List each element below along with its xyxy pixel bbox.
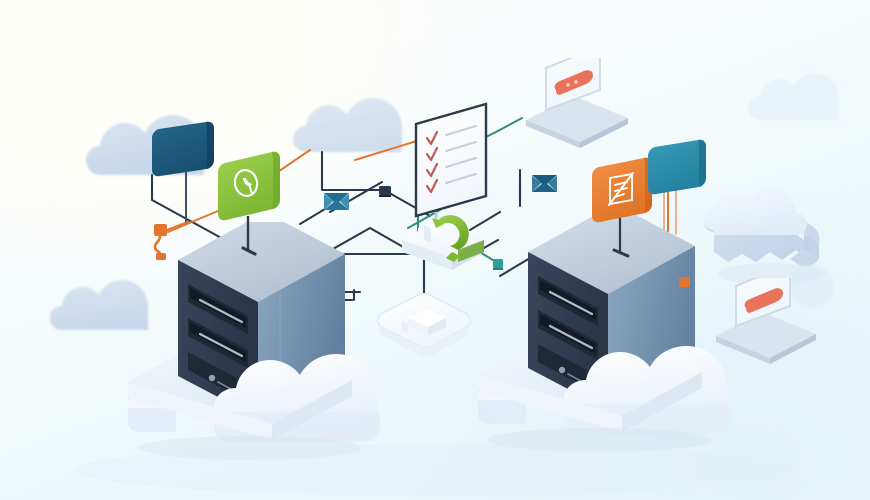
laptop-top[interactable] (512, 58, 642, 158)
server-top-face (528, 214, 695, 294)
cloud-3d-right (704, 188, 822, 285)
ambient-orb (790, 264, 834, 308)
mail-right[interactable] (530, 172, 560, 196)
laptop-right[interactable] (706, 278, 836, 378)
envelope-icon (324, 193, 349, 210)
checklist-board[interactable] (404, 100, 514, 240)
screen-badge-icon (554, 70, 593, 95)
card-navy-left[interactable] (144, 120, 224, 230)
endpoint-dot-icon (493, 259, 503, 270)
plug-orange-left[interactable] (148, 216, 194, 262)
storage-pad[interactable] (370, 288, 478, 366)
mail-left[interactable] (322, 190, 352, 214)
laptop-base-front (716, 336, 770, 364)
blank-panel-icon (648, 139, 706, 195)
cloud-far-left-low (50, 280, 148, 330)
envelope-icon (532, 175, 557, 192)
server-top-face (178, 222, 345, 302)
sync-hub-chip (418, 225, 424, 243)
phone-circle-icon (233, 169, 259, 197)
card-stand-base (241, 246, 257, 256)
plug-icon (153, 220, 190, 260)
endpoint-teal[interactable] (489, 255, 507, 273)
platform-tray-right-rim (622, 372, 702, 432)
platform-tray-right-rim (272, 380, 352, 440)
screen-badge-icon (744, 288, 783, 313)
storage-pad-edge (380, 326, 468, 357)
platform-tray-front-rim (128, 382, 272, 440)
cloud-platform-left (128, 222, 380, 460)
endpoint-dark[interactable] (376, 182, 394, 200)
laptop-base-side (580, 118, 628, 148)
checklist-check-marks (425, 130, 439, 194)
sync-hub[interactable] (398, 206, 494, 278)
card-green-left[interactable] (210, 150, 294, 260)
laptop-base-front (526, 120, 580, 148)
laptop-base-side (770, 334, 816, 364)
endpoint-orange-right[interactable] (676, 274, 694, 292)
ground-shadow (75, 444, 795, 496)
endpoint-square-icon (679, 277, 690, 287)
card-teal-right[interactable] (640, 138, 720, 238)
blank-panel-icon (152, 121, 214, 177)
sync-hub-front (402, 240, 452, 270)
cloud-far-mid-top (293, 98, 402, 152)
document-lines-icon (608, 172, 634, 206)
sync-arrows-icon (432, 215, 484, 262)
server-drive-slots (538, 276, 598, 394)
endpoint-square-icon (379, 186, 391, 197)
cloud-far-top-right (748, 73, 839, 120)
card-stand-base (612, 248, 630, 258)
cloud-platform-right (478, 214, 730, 452)
storage-box-icon (402, 309, 446, 336)
platform-tray-front-rim (478, 374, 622, 432)
checklist-text-lines (445, 125, 477, 184)
